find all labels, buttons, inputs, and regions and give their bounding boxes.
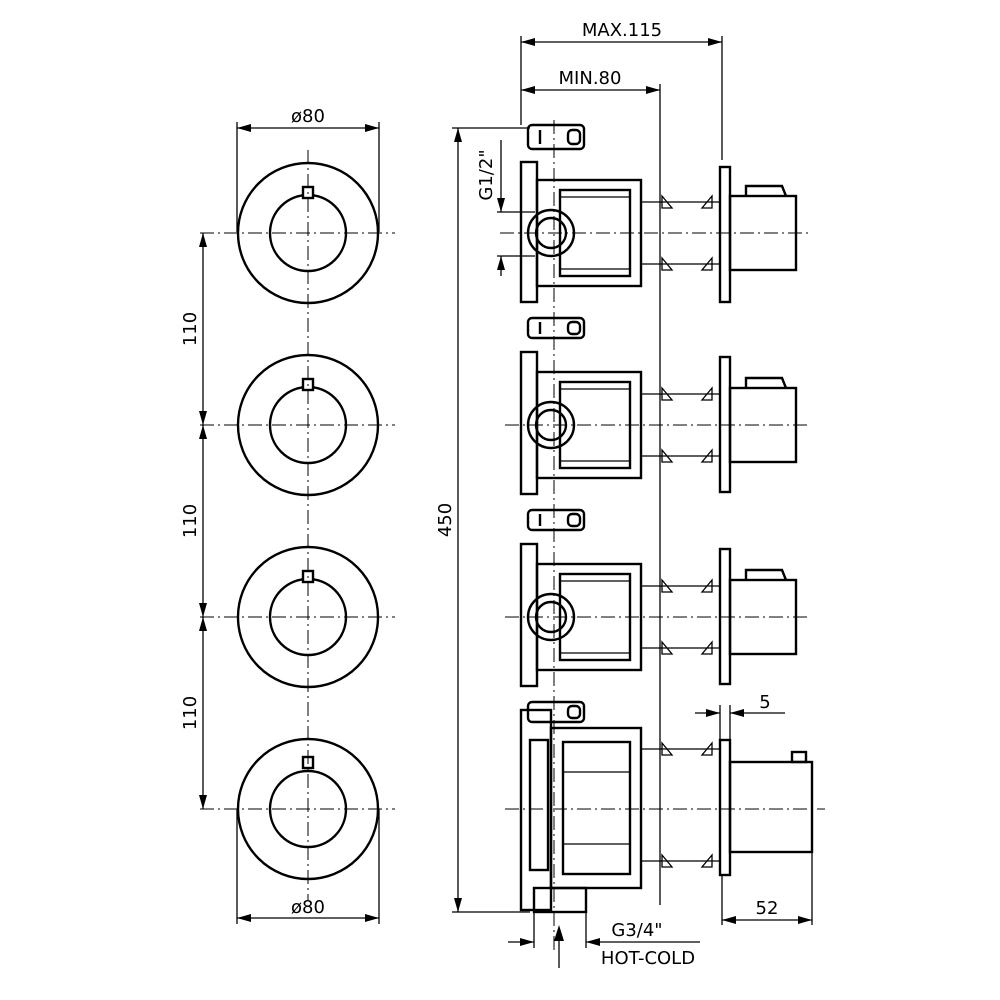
side-view: MAX.115 MIN.80 450 G1/2" <box>435 20 825 969</box>
min-depth-dimension: MIN.80 <box>521 68 661 905</box>
front-diameter-top-dimension: ø80 <box>236 106 380 232</box>
front-diameter-bottom-dimension: ø80 <box>236 809 380 924</box>
valve-body-1 <box>519 123 720 304</box>
spacing-label-1: 110 <box>180 312 201 346</box>
cover-plate-4 <box>718 738 732 877</box>
spacing-label-2: 110 <box>180 504 201 538</box>
handle-2 <box>728 376 798 464</box>
handle-3 <box>728 568 798 656</box>
outlet-thread-label: G1/2" <box>476 149 497 200</box>
plate-thickness-dimension: 5 <box>695 692 785 740</box>
handle-4 <box>728 750 814 854</box>
min-depth-label: MIN.80 <box>559 68 622 89</box>
inlet-dimension: G3/4" HOT-COLD <box>508 912 700 969</box>
inlet-label: HOT-COLD <box>601 948 695 969</box>
handle-1 <box>728 184 798 272</box>
valve-body-4 <box>519 700 720 914</box>
valve-body-3 <box>519 508 720 688</box>
total-height-dimension: 450 <box>435 127 530 913</box>
valve-body-2 <box>519 316 720 496</box>
front-view: ø80 <box>180 106 395 924</box>
diameter-bottom-label: ø80 <box>291 897 325 918</box>
outlet-thread-dimension: G1/2" <box>476 140 535 276</box>
cover-plate-1 <box>718 165 732 304</box>
spacing-label-3: 110 <box>180 696 201 730</box>
handle-depth-label: 52 <box>756 898 779 919</box>
max-depth-dimension: MAX.115 <box>520 20 723 160</box>
handle-depth-dimension: 52 <box>721 852 813 925</box>
diameter-top-label: ø80 <box>291 106 325 127</box>
front-spacing-dimension: 110 110 110 <box>180 233 207 809</box>
max-depth-label: MAX.115 <box>582 20 662 41</box>
inlet-thread-label: G3/4" <box>611 920 662 941</box>
plate-thickness-label: 5 <box>759 692 770 713</box>
total-height-label: 450 <box>435 503 456 537</box>
